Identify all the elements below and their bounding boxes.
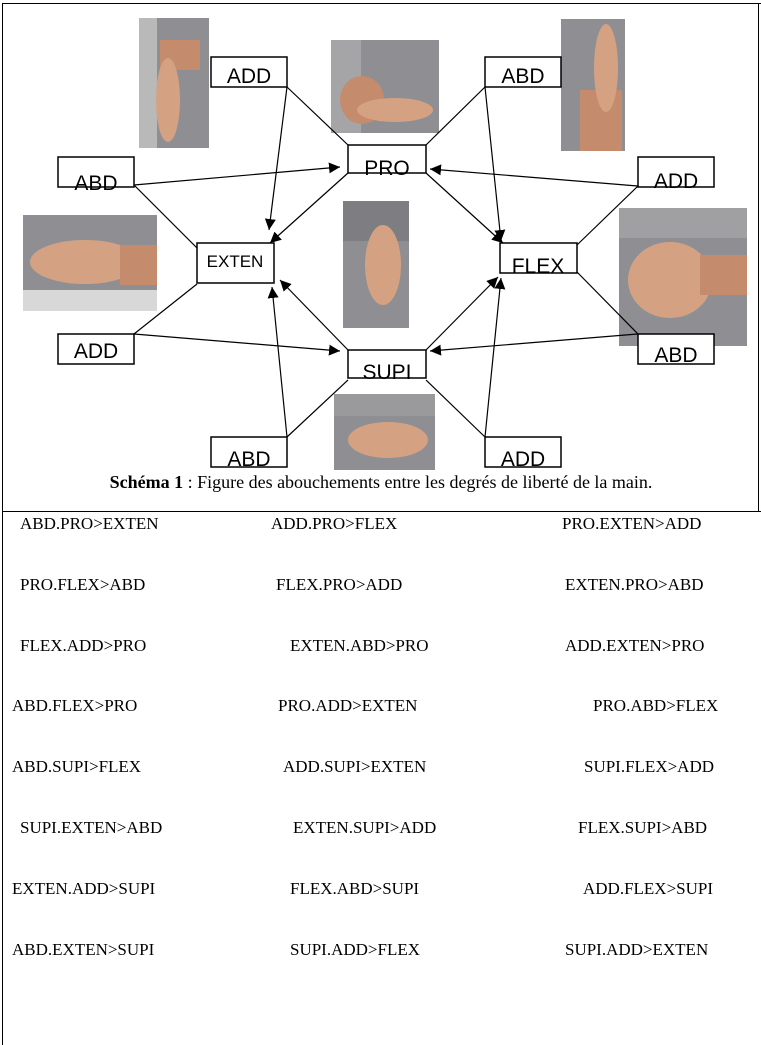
node-exten: EXTEN bbox=[207, 252, 264, 271]
rule-r1c1: ABD.PRO>EXTEN bbox=[20, 514, 159, 534]
rule-r4c2: PRO.ADD>EXTEN bbox=[278, 696, 417, 716]
node-pro: PRO bbox=[364, 157, 410, 180]
rule-r4c3: PRO.ABD>FLEX bbox=[593, 696, 718, 716]
rule-r6c3: FLEX.SUPI>ABD bbox=[578, 818, 707, 838]
rule-r6c1: SUPI.EXTEN>ABD bbox=[20, 818, 162, 838]
node-abd-low-right: ABD bbox=[654, 344, 697, 367]
node-add-low-left: ADD bbox=[74, 340, 118, 363]
node-abd-top-right: ABD bbox=[501, 65, 544, 88]
rule-r8c2: SUPI.ADD>FLEX bbox=[290, 940, 420, 960]
caption-label: Schéma 1 bbox=[110, 472, 184, 492]
hand-extension-photo bbox=[23, 215, 157, 311]
rule-r6c2: EXTEN.SUPI>ADD bbox=[293, 818, 436, 838]
hand-supination-photo bbox=[334, 394, 435, 470]
rule-r1c3: PRO.EXTEN>ADD bbox=[562, 514, 701, 534]
rule-r5c2: ADD.SUPI>EXTEN bbox=[283, 757, 426, 777]
caption-text: : Figure des abouchements entre les degr… bbox=[183, 472, 652, 492]
node-abd-bottom-left: ABD bbox=[227, 448, 270, 470]
rule-r4c1: ABD.FLEX>PRO bbox=[12, 696, 137, 716]
rule-r5c3: SUPI.FLEX>ADD bbox=[584, 757, 714, 777]
rule-r2c3: EXTEN.PRO>ABD bbox=[565, 575, 704, 595]
rule-r3c2: EXTEN.ABD>PRO bbox=[290, 636, 429, 656]
rule-r7c1: EXTEN.ADD>SUPI bbox=[12, 879, 155, 899]
hand-adduction-photo bbox=[139, 18, 209, 148]
hand-neutral-photo bbox=[343, 201, 409, 328]
rule-r2c1: PRO.FLEX>ABD bbox=[20, 575, 145, 595]
node-add-bottom-right: ADD bbox=[501, 448, 545, 470]
node-flex: FLEX bbox=[512, 255, 565, 278]
node-add-top-left: ADD bbox=[227, 65, 271, 88]
rule-r2c2: FLEX.PRO>ADD bbox=[276, 575, 402, 595]
figure-caption: Schéma 1 : Figure des abouchements entre… bbox=[2, 472, 760, 492]
rule-r3c1: FLEX.ADD>PRO bbox=[20, 636, 146, 656]
hand-diagram: ADD ABD PRO ABD ADD EXTEN FLEX ADD ABD S… bbox=[0, 0, 761, 470]
rule-r3c3: ADD.EXTEN>PRO bbox=[565, 636, 704, 656]
node-add-mid-right: ADD bbox=[654, 170, 698, 193]
frame-divider bbox=[2, 511, 761, 512]
rule-r1c2: ADD.PRO>FLEX bbox=[271, 514, 397, 534]
rule-r7c2: FLEX.ABD>SUPI bbox=[290, 879, 419, 899]
hand-flexion-photo bbox=[619, 208, 747, 346]
rule-r8c1: ABD.EXTEN>SUPI bbox=[12, 940, 154, 960]
node-supi: SUPI bbox=[362, 361, 411, 384]
rule-r8c3: SUPI.ADD>EXTEN bbox=[565, 940, 708, 960]
hand-abduction-photo bbox=[561, 19, 625, 151]
hand-pronation-photo bbox=[331, 40, 439, 133]
rule-r7c3: ADD.FLEX>SUPI bbox=[583, 879, 713, 899]
rule-r5c1: ABD.SUPI>FLEX bbox=[12, 757, 141, 777]
node-abd-mid-left: ABD bbox=[74, 172, 117, 195]
